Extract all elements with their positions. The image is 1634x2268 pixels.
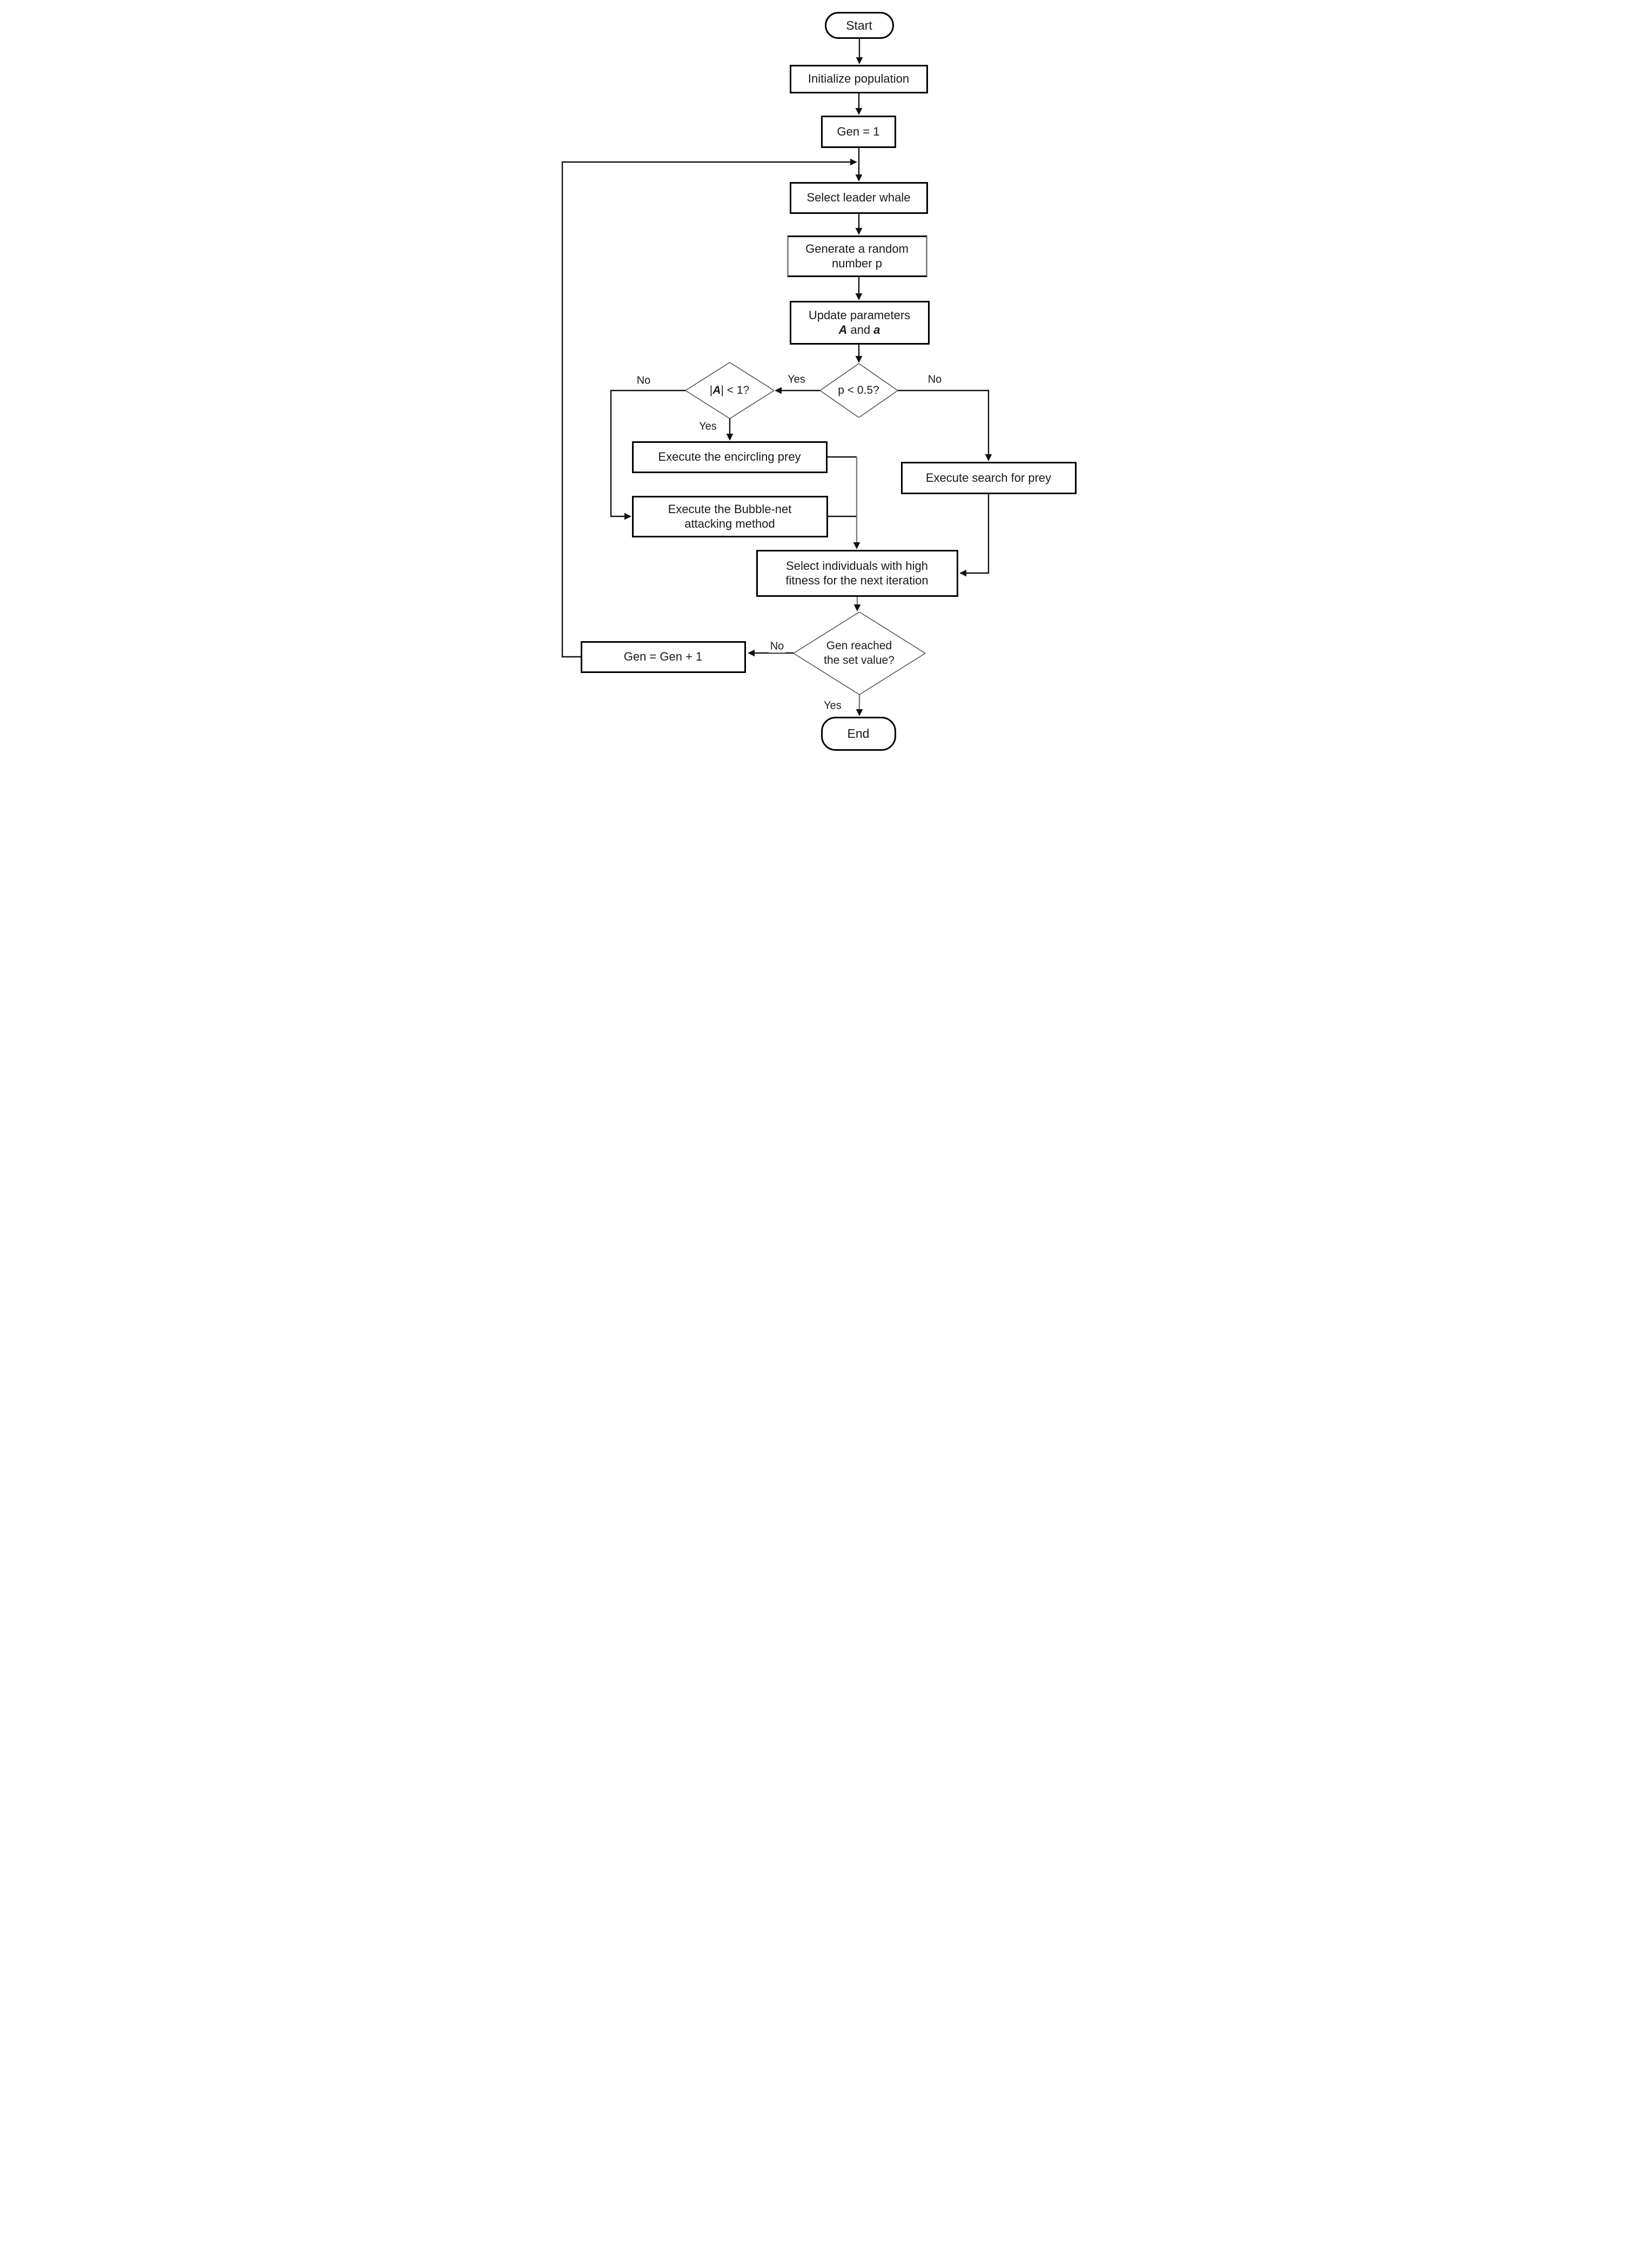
decision-gen-reached-set-value: Gen reached the set value? [793,612,925,695]
select-individuals-line2: fitness for the next iteration [785,573,929,587]
node-execute-search-for-prey: Execute search for prey [900,462,1077,494]
param-A: A [838,322,848,337]
search-prey-label: Execute search for prey [925,470,1052,484]
decision-p-less-than-0.5: p < 0.5? [819,364,898,418]
label-gen-reached-no: No [768,640,786,653]
arrow-search-prey-to-select-individuals [959,494,989,577]
decision-abs-A-less-than-1: |A| < 1? [685,362,774,419]
param-A: A [712,383,721,396]
arrow-a-no-to-bubble-net [610,389,685,520]
node-gen-equals-1: Gen = 1 [821,116,896,148]
generate-random-line2: number p [832,256,882,270]
node-end: End [821,717,896,751]
node-select-individuals: Select individuals with high fitness for… [756,550,958,597]
diamond-shape [685,362,774,419]
node-gen-increment: Gen = Gen + 1 [580,641,746,673]
start-label: Start [846,18,872,32]
label-a-decision-no: No [635,374,653,387]
label-p-decision-yes: Yes [786,373,807,386]
flowchart-canvas: Start Initialize population Gen = 1 Sele… [544,0,1090,756]
node-execute-bubble-net: Execute the Bubble-net attacking method [631,496,828,537]
arrow-p-no-to-search-prey [897,389,992,461]
connector-layer [561,39,992,716]
gen-reached-line1: Gen reached [826,640,892,652]
arrow-loopback-to-junction [561,158,857,658]
a-decision-label: |A| < 1? [709,383,750,396]
p-decision-label: p < 0.5? [838,383,879,396]
label-gen-reached-yes: Yes [822,699,843,712]
bubble-net-line1: Execute the Bubble-net [668,502,792,516]
gen-init-label: Gen = 1 [837,124,880,138]
param-a: a [873,322,880,337]
diamond-shape [819,364,898,418]
gen-reached-line2: the set value? [824,654,895,667]
end-label: End [847,726,870,741]
select-individuals-line1: Select individuals with high [786,558,928,573]
node-select-leader-whale: Select leader whale [789,182,928,214]
update-parameters-line2: A and a [838,323,880,338]
node-generate-random-number: Generate a random number p [786,235,927,277]
select-leader-label: Select leader whale [806,191,911,205]
generate-random-line1: Generate a random [805,241,909,255]
node-execute-encircling-prey: Execute the encircling prey [631,441,828,473]
param-connector: and [847,322,874,337]
label-a-decision-yes: Yes [697,420,718,433]
diamond-shape [793,612,925,695]
node-initialize-population: Initialize population [789,65,928,93]
initialize-label: Initialize population [808,72,910,86]
encircling-label: Execute the encircling prey [658,450,801,464]
node-update-parameters: Update parameters A and a [789,301,930,345]
update-parameters-line1: Update parameters [808,308,911,322]
node-start: Start [824,12,894,39]
gen-increment-label: Gen = Gen + 1 [623,650,703,664]
label-p-decision-no: No [926,373,944,386]
bubble-net-line2: attacking method [684,516,775,530]
